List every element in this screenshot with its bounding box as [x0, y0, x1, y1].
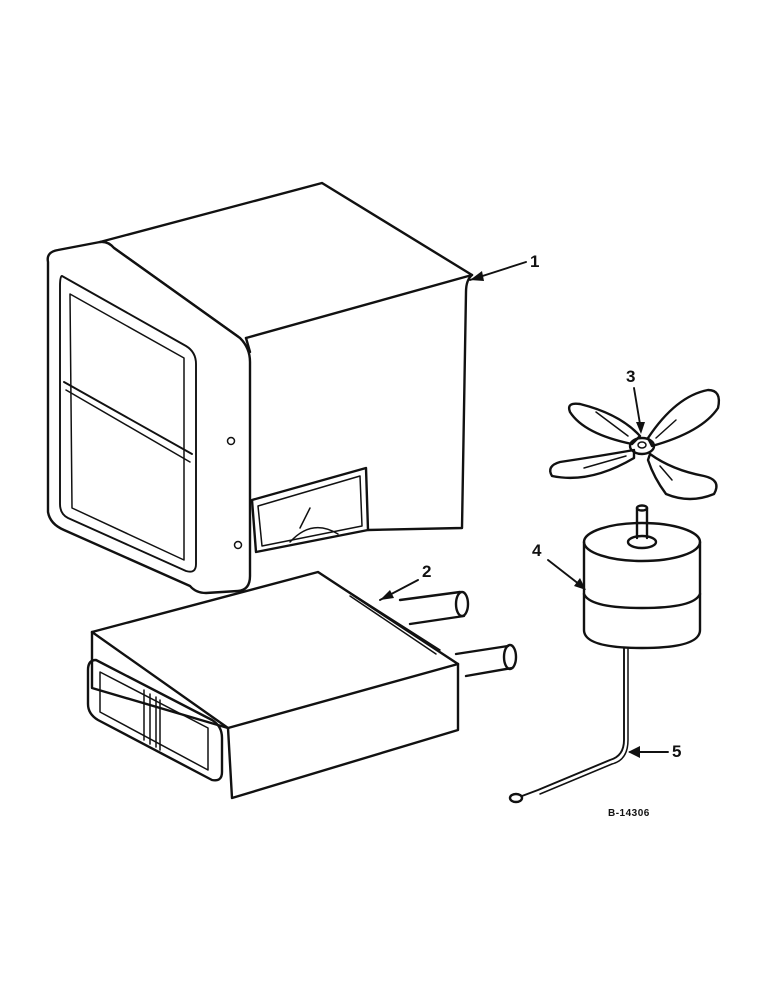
callout-4: 4: [532, 541, 542, 560]
callout-2: 2: [422, 562, 432, 581]
drawing-number: B-14306: [608, 808, 650, 819]
arrowhead-3: [636, 422, 645, 434]
fan-blade: [549, 388, 721, 501]
arrowhead-4: [574, 578, 586, 590]
arrowhead-2: [380, 590, 394, 600]
callout-5: 5: [672, 742, 682, 761]
callout-3: 3: [626, 367, 636, 386]
callout-1: 1: [530, 252, 540, 271]
leader-arrows: [379, 261, 669, 758]
wire-lead: [508, 647, 629, 804]
heater-housing: [46, 181, 474, 595]
arrowhead-1: [470, 271, 484, 281]
fan-motor: [582, 504, 702, 650]
heater-core: [86, 570, 518, 800]
arrowhead-5: [628, 746, 640, 758]
